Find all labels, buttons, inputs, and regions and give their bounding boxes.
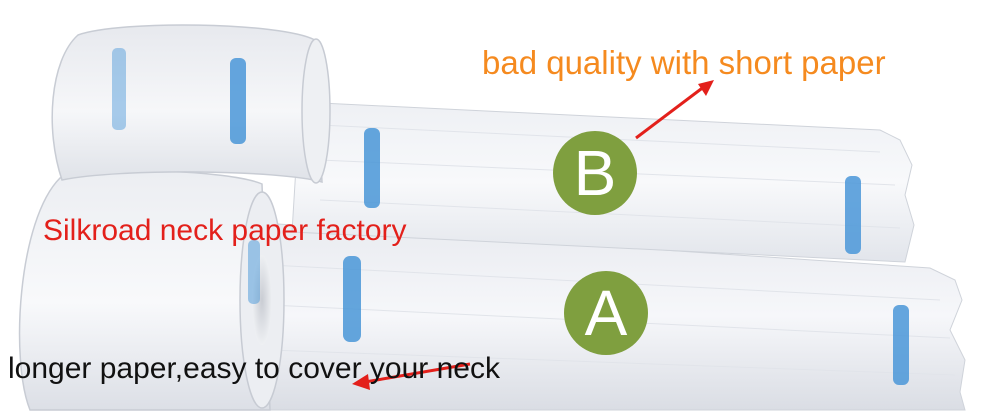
arrow-to-longer-caption bbox=[352, 362, 471, 390]
factory-caption: Silkroad neck paper factory bbox=[43, 214, 407, 247]
badge-b-circle bbox=[553, 131, 637, 215]
bad-quality-caption: bad quality with short paper bbox=[482, 44, 886, 81]
longer-paper-caption: longer paper,easy to cover your neck bbox=[8, 352, 500, 385]
arrow-to-strip-b bbox=[635, 80, 714, 140]
roll-b-body bbox=[51, 24, 323, 184]
badge-a-circle bbox=[564, 271, 648, 355]
blue-stripes bbox=[112, 48, 909, 385]
badge-b-letter: B bbox=[573, 137, 617, 209]
badge-a-letter: A bbox=[584, 277, 628, 349]
roll-b-face bbox=[301, 38, 331, 184]
